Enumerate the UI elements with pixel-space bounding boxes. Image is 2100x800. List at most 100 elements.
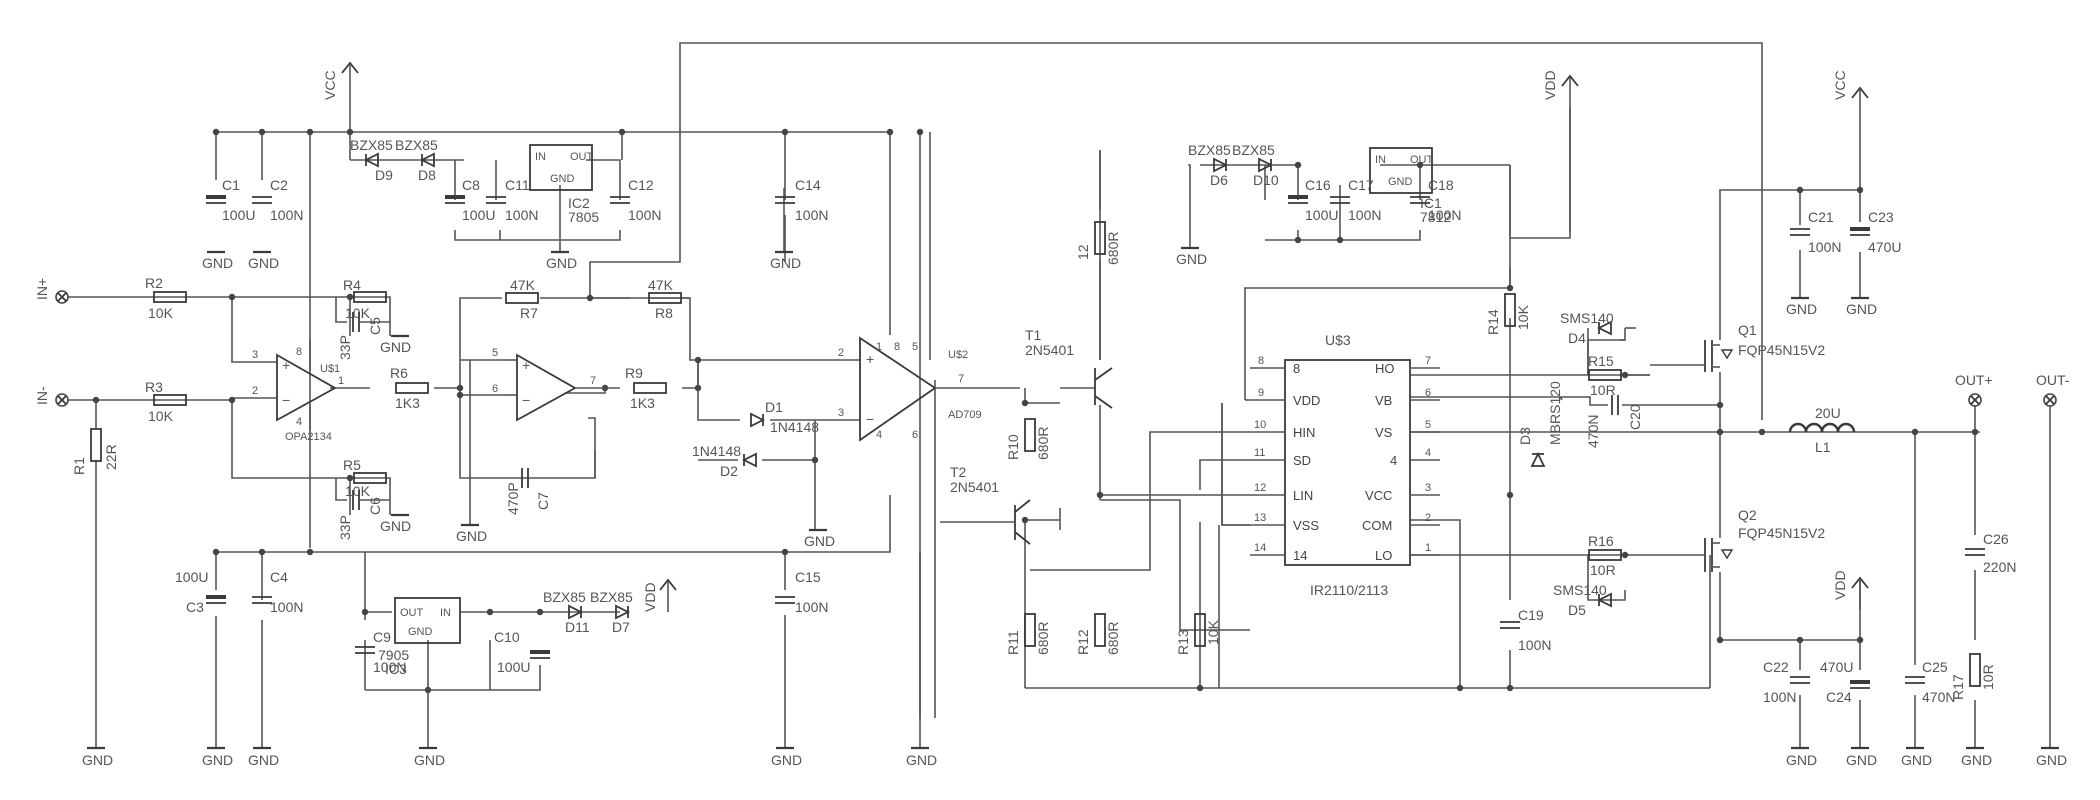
svg-text:C1: C1 <box>222 177 240 193</box>
svg-text:OUT+: OUT+ <box>1955 372 1993 388</box>
vdd-label-3: VDD <box>1832 570 1848 600</box>
svg-text:10K: 10K <box>345 483 371 499</box>
svg-text:IC3: IC3 <box>385 661 407 677</box>
svg-text:C14: C14 <box>795 177 821 193</box>
svg-text:C7: C7 <box>535 492 551 510</box>
svg-text:3: 3 <box>838 407 844 419</box>
svg-text:R11: R11 <box>1005 630 1021 655</box>
svg-text:−: − <box>866 411 874 427</box>
svg-text:R6: R6 <box>390 365 408 381</box>
svg-text:C11: C11 <box>505 177 530 193</box>
svg-text:14: 14 <box>1254 542 1266 554</box>
svg-text:10R: 10R <box>1590 382 1616 398</box>
svg-text:7: 7 <box>958 373 964 385</box>
svg-text:GND: GND <box>1388 176 1413 188</box>
svg-text:SMS140: SMS140 <box>1560 310 1614 326</box>
svg-text:680R: 680R <box>1105 622 1121 655</box>
svg-text:OUT: OUT <box>1410 154 1434 166</box>
svg-text:C6: C6 <box>367 497 383 515</box>
u3-ref: U$3 <box>1325 332 1351 348</box>
svg-text:GND: GND <box>414 752 445 768</box>
svg-text:22R: 22R <box>103 444 119 470</box>
gnd-10: GND <box>770 250 801 271</box>
svg-text:D11: D11 <box>565 619 590 635</box>
svg-text:10K: 10K <box>345 305 371 321</box>
svg-text:GND: GND <box>771 752 802 768</box>
svg-text:100U: 100U <box>497 659 530 675</box>
svg-text:R16: R16 <box>1588 533 1614 549</box>
svg-text:BZX85: BZX85 <box>1188 142 1231 158</box>
svg-text:GND: GND <box>1176 251 1207 267</box>
u3-value: IR2110/2113 <box>1310 582 1388 598</box>
svg-text:5: 5 <box>1425 419 1431 431</box>
svg-text:100N: 100N <box>795 599 828 615</box>
svg-text:47K: 47K <box>510 277 536 293</box>
svg-text:+: + <box>282 357 290 373</box>
gnd-22: GND <box>2036 746 2067 768</box>
svg-text:10K: 10K <box>148 305 174 321</box>
svg-text:R13: R13 <box>1175 629 1191 655</box>
u1-value: OPA2134 <box>285 431 332 443</box>
svg-text:7: 7 <box>590 375 596 387</box>
out-plus-terminal: OUT+ <box>1955 372 1993 407</box>
svg-text:IN+: IN+ <box>34 278 50 300</box>
gnd-16: GND <box>1786 296 1817 317</box>
svg-text:C17: C17 <box>1348 177 1374 193</box>
svg-text:1N4148: 1N4148 <box>692 443 741 459</box>
svg-text:R12: R12 <box>1075 629 1091 655</box>
svg-text:4: 4 <box>1390 453 1397 468</box>
svg-text:GND: GND <box>770 255 801 271</box>
svg-text:11: 11 <box>1254 447 1265 459</box>
svg-text:100N: 100N <box>270 207 303 223</box>
svg-text:1N4148: 1N4148 <box>770 419 819 435</box>
svg-text:C3: C3 <box>186 599 204 615</box>
svg-text:GND: GND <box>546 255 577 271</box>
gnd-17: GND <box>1846 296 1877 317</box>
svg-text:4: 4 <box>876 429 882 441</box>
svg-text:VDD: VDD <box>1293 393 1320 408</box>
svg-text:GND: GND <box>1901 752 1932 768</box>
svg-text:680R: 680R <box>1105 232 1121 265</box>
svg-text:HIN: HIN <box>1293 425 1315 440</box>
gnd-9: GND <box>546 250 577 271</box>
svg-text:C12: C12 <box>628 177 654 193</box>
op-amp-u1: +− 32 1 84 U$1 OPA2134 <box>250 340 344 443</box>
out-minus-terminal: OUT- <box>2036 372 2070 407</box>
svg-text:1K3: 1K3 <box>630 395 655 411</box>
svg-text:T2: T2 <box>950 464 967 480</box>
svg-text:C16: C16 <box>1305 177 1331 193</box>
gnd-6: GND <box>906 746 937 768</box>
svg-text:2N5401: 2N5401 <box>950 479 999 495</box>
svg-text:VS: VS <box>1375 425 1393 440</box>
svg-text:100N: 100N <box>270 599 303 615</box>
svg-text:IC1: IC1 <box>1420 195 1442 211</box>
vdd-label-2: VDD <box>642 582 658 612</box>
svg-text:SD: SD <box>1293 453 1311 468</box>
svg-text:100N: 100N <box>1518 637 1551 653</box>
svg-text:C22: C22 <box>1763 659 1789 675</box>
svg-text:OUT: OUT <box>570 151 594 163</box>
